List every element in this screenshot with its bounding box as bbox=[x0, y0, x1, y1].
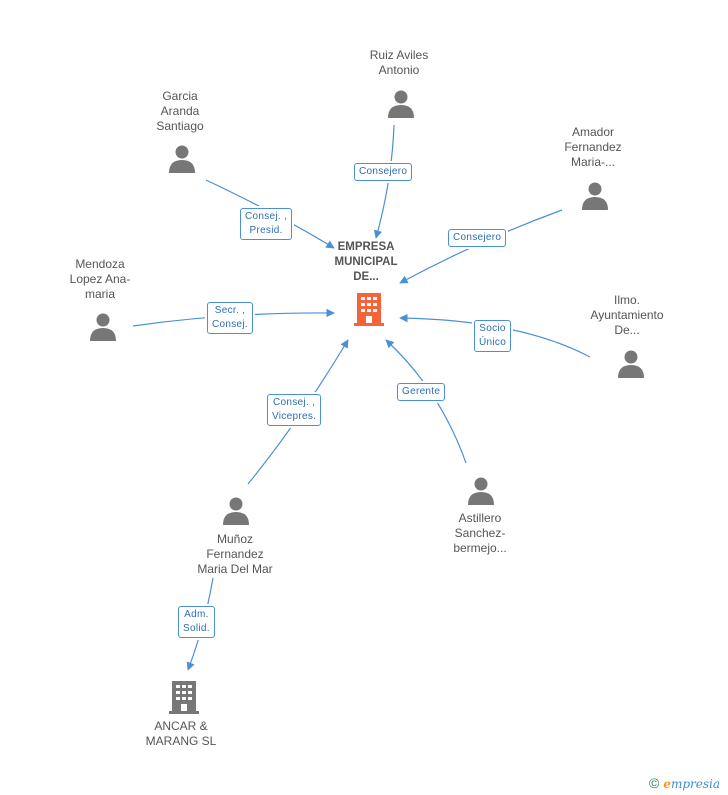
empresia-logo[interactable]: empresia bbox=[663, 777, 720, 791]
company-label-ancar: ANCAR & MARANG SL bbox=[145, 719, 217, 748]
relation-badge-mendoza[interactable]: Secr. , Consej. bbox=[207, 302, 254, 334]
person-label-munoz: Muñoz Fernandez Maria Del Mar bbox=[197, 532, 273, 576]
relation-badge-munoz-ancar[interactable]: Adm. Solid. bbox=[178, 606, 215, 638]
person-icon-ilmo[interactable] bbox=[616, 348, 646, 378]
relation-badge-ruiz[interactable]: Consejero bbox=[354, 163, 413, 181]
person-icon-astillero[interactable] bbox=[466, 475, 496, 505]
relation-badge-garcia[interactable]: Consej. , Presid. bbox=[240, 208, 293, 240]
copyright-icon: © bbox=[648, 775, 660, 791]
relation-badge-astillero[interactable]: Gerente bbox=[397, 383, 446, 401]
person-icon-garcia[interactable] bbox=[167, 143, 197, 173]
person-label-mendoza: Mendoza Lopez Ana- maria bbox=[69, 257, 131, 301]
relation-badge-ilmo[interactable]: Socio Único bbox=[474, 320, 512, 352]
ancar-building-icon[interactable] bbox=[169, 680, 199, 714]
person-icon-amador[interactable] bbox=[580, 180, 610, 210]
person-label-ruiz: Ruiz Aviles Antonio bbox=[369, 48, 429, 77]
person-icon-ruiz[interactable] bbox=[386, 88, 416, 118]
person-icon-munoz[interactable] bbox=[221, 495, 251, 525]
copyright-footer: ©empresia bbox=[649, 775, 720, 791]
person-icon-mendoza[interactable] bbox=[88, 311, 118, 341]
edge-ruiz bbox=[373, 124, 395, 239]
relation-badge-amador[interactable]: Consejero bbox=[448, 229, 507, 247]
edge-astillero bbox=[385, 339, 467, 464]
person-label-amador: Amador Fernandez Maria-... bbox=[564, 125, 622, 169]
person-label-garcia: Garcia Aranda Santiago bbox=[156, 89, 204, 133]
person-label-astillero: Astillero Sanchez- bermejo... bbox=[453, 511, 507, 555]
center-building-icon[interactable] bbox=[354, 292, 384, 326]
relation-badge-munoz[interactable]: Consej. , Vicepres. bbox=[267, 394, 322, 426]
center-company-label: EMPRESA MUNICIPAL DE... bbox=[334, 241, 398, 283]
person-label-ilmo: Ilmo. Ayuntamiento De... bbox=[590, 293, 664, 337]
